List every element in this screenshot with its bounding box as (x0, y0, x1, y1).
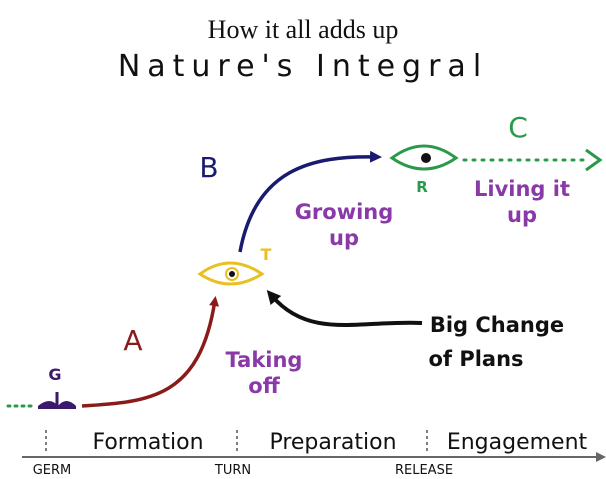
taking-off-label-line1: Taking (226, 348, 303, 372)
big-change-label-line1: Big Change (430, 313, 564, 337)
phase-preparation: Preparation (269, 430, 396, 455)
big-change-arrow (266, 289, 423, 327)
marker-germ: GERM (33, 463, 72, 478)
segment-a-label: A (123, 324, 142, 357)
living-it-up-label-line2: up (507, 203, 537, 227)
living-it-up-label-line1: Living it (474, 177, 570, 201)
phase-formation: Formation (92, 430, 203, 455)
segment-b-label: B (199, 151, 218, 184)
segment-c-arrowhead (585, 148, 603, 172)
release-node-label: R (416, 178, 428, 196)
title: How it all adds up (208, 15, 399, 44)
taking-off-label-line2: off (248, 374, 280, 398)
big-change-label-line2: of Plans (428, 347, 523, 371)
turn-node-label: T (261, 245, 272, 264)
turn-node (197, 261, 265, 286)
segment-b-curve (238, 150, 382, 253)
germ-node (38, 392, 76, 409)
timeline-arrowhead (596, 452, 606, 462)
segment-c-label: C (508, 111, 528, 144)
growing-up-label-line2: up (329, 226, 359, 250)
subtitle: Nature's Integral (118, 49, 488, 84)
marker-turn: TURN (214, 463, 251, 478)
marker-release: RELEASE (395, 463, 453, 478)
segment-a-curve (81, 296, 220, 408)
phase-engagement: Engagement (447, 430, 588, 455)
germ-node-label: G (48, 365, 61, 384)
release-node (389, 144, 459, 171)
growing-up-label-line1: Growing (295, 200, 394, 224)
